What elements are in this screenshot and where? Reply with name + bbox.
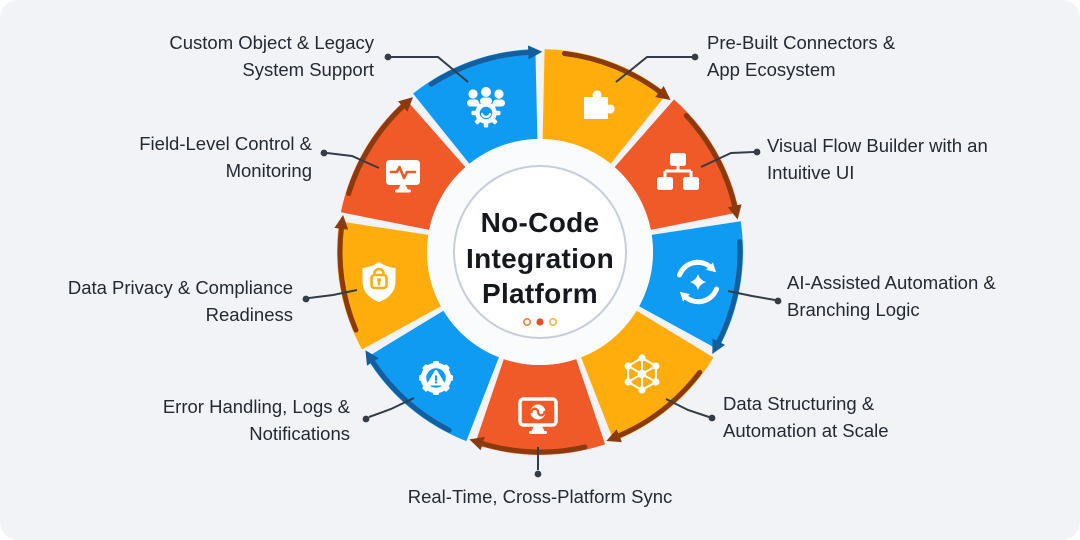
rim-arrow bbox=[712, 239, 743, 355]
label-line: System Support bbox=[242, 59, 374, 80]
carousel-dot[interactable] bbox=[522, 317, 531, 326]
label-line: Visual Flow Builder with an bbox=[767, 135, 988, 156]
carousel-dot[interactable] bbox=[548, 317, 557, 326]
rim-arrow bbox=[606, 369, 703, 443]
label-connectors bbox=[308, 56, 776, 470]
label-custom-object-legacy: Custom Object & Legacy System Support bbox=[169, 29, 374, 83]
label-line: App Ecosystem bbox=[707, 59, 836, 80]
label-line: AI-Assisted Automation & bbox=[787, 272, 996, 293]
label-line: Data Structuring & bbox=[723, 393, 875, 414]
center-title-line1: No-Code bbox=[481, 207, 600, 238]
rim-arrow bbox=[365, 350, 452, 433]
shield-lock-icon bbox=[362, 262, 396, 302]
center-title-line2: Integration bbox=[466, 243, 614, 274]
monitor-sync-icon bbox=[518, 397, 558, 434]
rim-arrow bbox=[469, 436, 588, 455]
label-line: Branching Logic bbox=[787, 299, 920, 320]
label-line: Monitoring bbox=[225, 160, 312, 181]
label-line: Readiness bbox=[205, 304, 293, 325]
monitor-pulse-icon bbox=[386, 160, 420, 193]
label-field-level-control: Field-Level Control & Monitoring bbox=[139, 130, 312, 184]
sitemap-icon bbox=[657, 153, 699, 190]
label-line: Notifications bbox=[249, 423, 350, 444]
rim-arrow bbox=[346, 97, 414, 196]
label-line: Automation at Scale bbox=[723, 420, 889, 441]
center-circle bbox=[453, 165, 627, 339]
segment-ai-assisted-automation bbox=[639, 221, 744, 350]
puzzle-icon bbox=[584, 90, 615, 119]
label-line: Error Handling, Logs & bbox=[162, 396, 350, 417]
label-visual-flow-builder: Visual Flow Builder with an Intuitive UI bbox=[767, 132, 988, 186]
team-gear-icon bbox=[467, 87, 505, 128]
rim-arrow bbox=[334, 214, 359, 333]
label-line: Pre-Built Connectors & bbox=[707, 32, 896, 53]
label-real-time-sync: Real-Time, Cross-Platform Sync bbox=[0, 483, 1080, 510]
label-line: Custom Object & Legacy bbox=[169, 32, 374, 53]
label-data-privacy: Data Privacy & Compliance Readiness bbox=[68, 274, 293, 328]
sync-sparkle-icon bbox=[677, 259, 719, 305]
label-error-handling: Error Handling, Logs & Notifications bbox=[163, 393, 350, 447]
label-line: Intuitive UI bbox=[767, 162, 855, 183]
rim-arrow bbox=[428, 45, 543, 87]
label-pre-built-connectors: Pre-Built Connectors & App Ecosystem bbox=[707, 29, 895, 83]
rim-arrows bbox=[334, 45, 743, 455]
molecule-icon bbox=[624, 354, 660, 394]
label-line: Real-Time, Cross-Platform Sync bbox=[407, 486, 673, 507]
carousel-dot-active[interactable] bbox=[536, 318, 544, 326]
label-ai-assisted-automation: AI-Assisted Automation & Branching Logic bbox=[787, 269, 996, 323]
gear-warning-icon bbox=[419, 361, 453, 395]
label-line: Data Privacy & Compliance bbox=[67, 277, 293, 298]
label-data-structuring: Data Structuring & Automation at Scale bbox=[723, 390, 889, 444]
connector-dots bbox=[302, 53, 782, 478]
rim-arrow bbox=[561, 51, 671, 100]
segment-icons bbox=[362, 87, 719, 434]
center-title-line3: Platform bbox=[482, 278, 598, 309]
label-line: Field-Level Control & bbox=[139, 133, 312, 154]
